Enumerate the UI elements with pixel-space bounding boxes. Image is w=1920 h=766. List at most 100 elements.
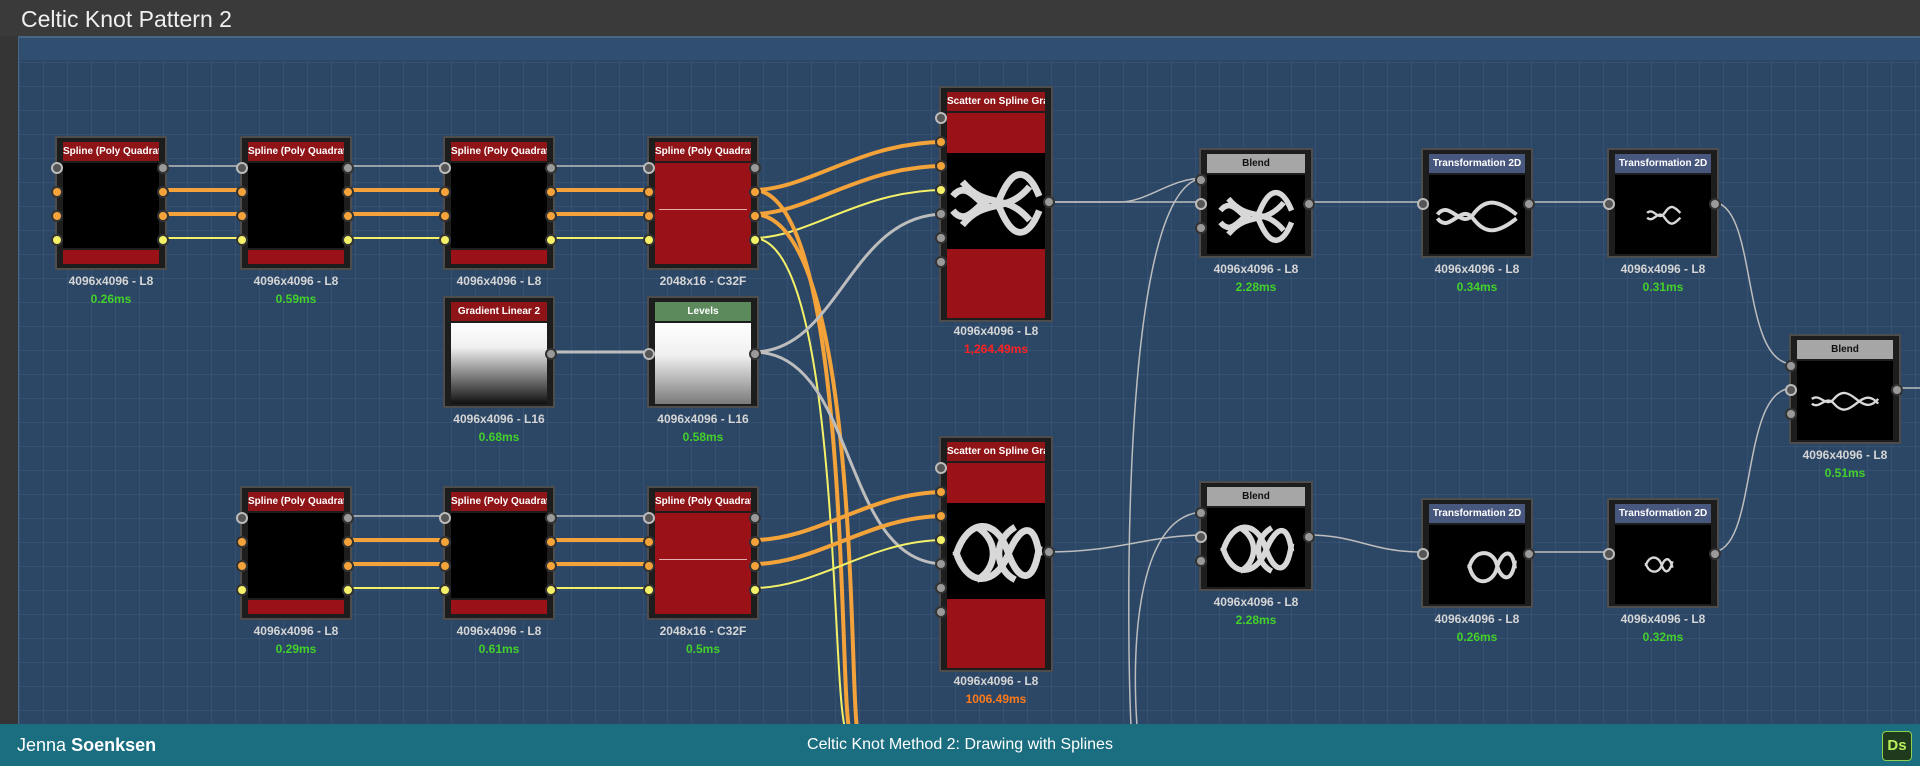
input-port-icon[interactable] bbox=[1785, 384, 1797, 396]
node-spline-7[interactable]: Spline (Poly Quadratic) bbox=[643, 486, 761, 620]
input-port-icon[interactable] bbox=[935, 256, 947, 268]
output-port-icon[interactable] bbox=[157, 210, 169, 222]
output-port-icon[interactable] bbox=[342, 512, 354, 524]
input-port-icon[interactable] bbox=[51, 162, 63, 174]
output-port-icon[interactable] bbox=[342, 210, 354, 222]
node-transformation-1[interactable]: Transformation 2D bbox=[1417, 148, 1535, 258]
output-port-icon[interactable] bbox=[1523, 548, 1535, 560]
node-spline-5[interactable]: Spline (Poly Quadratic) bbox=[236, 486, 354, 620]
node-spline-6[interactable]: Spline (Poly Quadratic) bbox=[439, 486, 557, 620]
input-port-icon[interactable] bbox=[643, 186, 655, 198]
node-levels[interactable]: Levels bbox=[643, 296, 761, 408]
node-blend-2[interactable]: Blend bbox=[1195, 481, 1315, 591]
output-port-icon[interactable] bbox=[157, 186, 169, 198]
output-port-icon[interactable] bbox=[545, 584, 557, 596]
input-port-icon[interactable] bbox=[439, 560, 451, 572]
input-port-icon[interactable] bbox=[236, 210, 248, 222]
output-port-icon[interactable] bbox=[749, 234, 761, 246]
output-port-icon[interactable] bbox=[545, 210, 557, 222]
input-port-icon[interactable] bbox=[935, 582, 947, 594]
node-spline-3[interactable]: Spline (Poly Quadratic) bbox=[439, 136, 557, 270]
output-port-icon[interactable] bbox=[1523, 198, 1535, 210]
input-port-icon[interactable] bbox=[935, 232, 947, 244]
input-port-icon[interactable] bbox=[1195, 555, 1207, 567]
node-blend-1[interactable]: Blend bbox=[1195, 148, 1315, 258]
node-gradient-linear[interactable]: Gradient Linear 2 bbox=[443, 296, 557, 408]
input-port-icon[interactable] bbox=[935, 510, 947, 522]
input-port-icon[interactable] bbox=[643, 348, 655, 360]
input-port-icon[interactable] bbox=[935, 112, 947, 124]
output-port-icon[interactable] bbox=[342, 186, 354, 198]
output-port-icon[interactable] bbox=[1709, 198, 1721, 210]
input-port-icon[interactable] bbox=[643, 512, 655, 524]
output-port-icon[interactable] bbox=[1891, 384, 1903, 396]
input-port-icon[interactable] bbox=[439, 512, 451, 524]
output-port-icon[interactable] bbox=[545, 512, 557, 524]
input-port-icon[interactable] bbox=[1195, 222, 1207, 234]
output-port-icon[interactable] bbox=[157, 162, 169, 174]
input-port-icon[interactable] bbox=[935, 136, 947, 148]
input-port-icon[interactable] bbox=[1417, 548, 1429, 560]
output-port-icon[interactable] bbox=[749, 348, 761, 360]
input-port-icon[interactable] bbox=[236, 584, 248, 596]
output-port-icon[interactable] bbox=[342, 536, 354, 548]
output-port-icon[interactable] bbox=[157, 234, 169, 246]
input-port-icon[interactable] bbox=[1195, 531, 1207, 543]
input-port-icon[interactable] bbox=[51, 210, 63, 222]
input-port-icon[interactable] bbox=[643, 162, 655, 174]
input-port-icon[interactable] bbox=[935, 208, 947, 220]
output-port-icon[interactable] bbox=[1303, 198, 1315, 210]
output-port-icon[interactable] bbox=[545, 348, 557, 360]
graph-canvas[interactable]: Spline (Poly Quadratic) 4096x4096 - L8 0… bbox=[18, 36, 1920, 726]
input-port-icon[interactable] bbox=[236, 186, 248, 198]
input-port-icon[interactable] bbox=[1603, 548, 1615, 560]
input-port-icon[interactable] bbox=[1417, 198, 1429, 210]
input-port-icon[interactable] bbox=[236, 512, 248, 524]
output-port-icon[interactable] bbox=[1043, 196, 1055, 208]
input-port-icon[interactable] bbox=[51, 234, 63, 246]
input-port-icon[interactable] bbox=[935, 558, 947, 570]
output-port-icon[interactable] bbox=[749, 210, 761, 222]
input-port-icon[interactable] bbox=[236, 234, 248, 246]
input-port-icon[interactable] bbox=[439, 210, 451, 222]
input-port-icon[interactable] bbox=[439, 584, 451, 596]
input-port-icon[interactable] bbox=[643, 560, 655, 572]
input-port-icon[interactable] bbox=[236, 560, 248, 572]
output-port-icon[interactable] bbox=[749, 560, 761, 572]
input-port-icon[interactable] bbox=[236, 536, 248, 548]
output-port-icon[interactable] bbox=[342, 560, 354, 572]
node-blend-3[interactable]: Blend bbox=[1785, 334, 1903, 444]
input-port-icon[interactable] bbox=[935, 184, 947, 196]
input-port-icon[interactable] bbox=[439, 162, 451, 174]
output-port-icon[interactable] bbox=[749, 584, 761, 596]
input-port-icon[interactable] bbox=[1603, 198, 1615, 210]
output-port-icon[interactable] bbox=[749, 162, 761, 174]
input-port-icon[interactable] bbox=[439, 536, 451, 548]
output-port-icon[interactable] bbox=[749, 536, 761, 548]
input-port-icon[interactable] bbox=[643, 584, 655, 596]
input-port-icon[interactable] bbox=[236, 162, 248, 174]
input-port-icon[interactable] bbox=[1785, 408, 1797, 420]
node-transformation-4[interactable]: Transformation 2D bbox=[1603, 498, 1721, 608]
input-port-icon[interactable] bbox=[643, 536, 655, 548]
node-spline-4[interactable]: Spline (Poly Quadratic) bbox=[643, 136, 761, 270]
node-spline-2[interactable]: Spline (Poly Quadratic) bbox=[236, 136, 354, 270]
output-port-icon[interactable] bbox=[545, 536, 557, 548]
input-port-icon[interactable] bbox=[935, 534, 947, 546]
input-port-icon[interactable] bbox=[1195, 198, 1207, 210]
node-spline-1[interactable]: Spline (Poly Quadratic) bbox=[51, 136, 169, 270]
input-port-icon[interactable] bbox=[935, 486, 947, 498]
input-port-icon[interactable] bbox=[643, 210, 655, 222]
input-port-icon[interactable] bbox=[1195, 174, 1207, 186]
node-scatter-spline-2[interactable]: Scatter on Spline Gray... bbox=[935, 436, 1055, 672]
output-port-icon[interactable] bbox=[1709, 548, 1721, 560]
output-port-icon[interactable] bbox=[1303, 531, 1315, 543]
output-port-icon[interactable] bbox=[342, 162, 354, 174]
output-port-icon[interactable] bbox=[1043, 546, 1055, 558]
output-port-icon[interactable] bbox=[749, 186, 761, 198]
input-port-icon[interactable] bbox=[1785, 360, 1797, 372]
node-transformation-2[interactable]: Transformation 2D bbox=[1603, 148, 1721, 258]
input-port-icon[interactable] bbox=[935, 160, 947, 172]
output-port-icon[interactable] bbox=[545, 162, 557, 174]
input-port-icon[interactable] bbox=[643, 234, 655, 246]
